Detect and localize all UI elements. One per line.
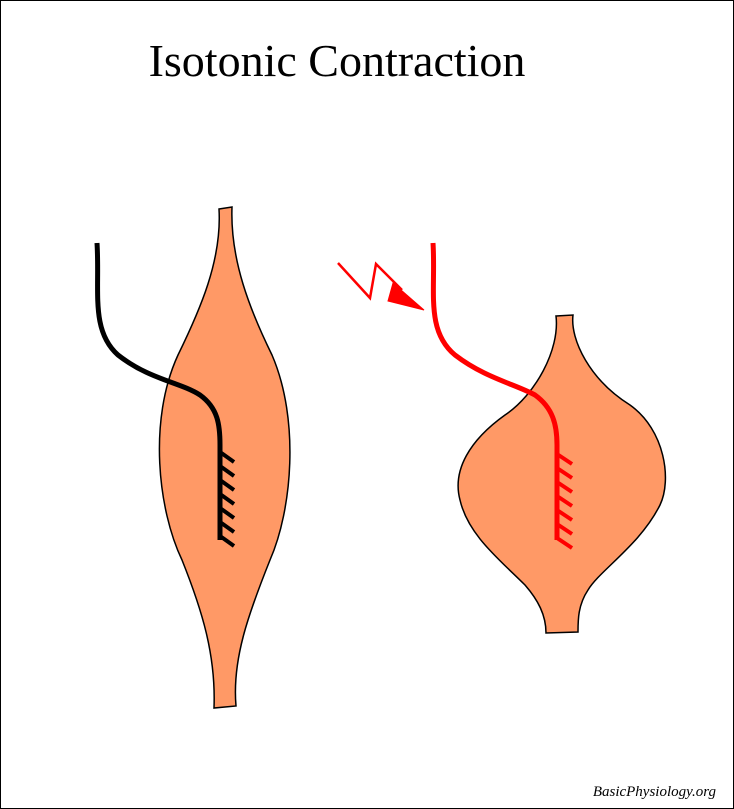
stimulated-nerve-endplate [555,452,574,550]
contracted-muscle-body [457,314,667,634]
diagram-title: Isotonic Contraction [148,35,526,86]
stimulated-nerve [430,242,574,550]
relaxed-nerve-fiber [94,242,223,540]
contracted-muscle [337,242,667,634]
relaxed-nerve [94,242,236,548]
relaxed-muscle [94,206,291,709]
stimulated-nerve-fiber [430,242,560,540]
relaxed-nerve-endplate [218,450,236,548]
lightning-arrow-icon [337,261,425,311]
site-credit: BasicPhysiology.org [592,784,716,800]
